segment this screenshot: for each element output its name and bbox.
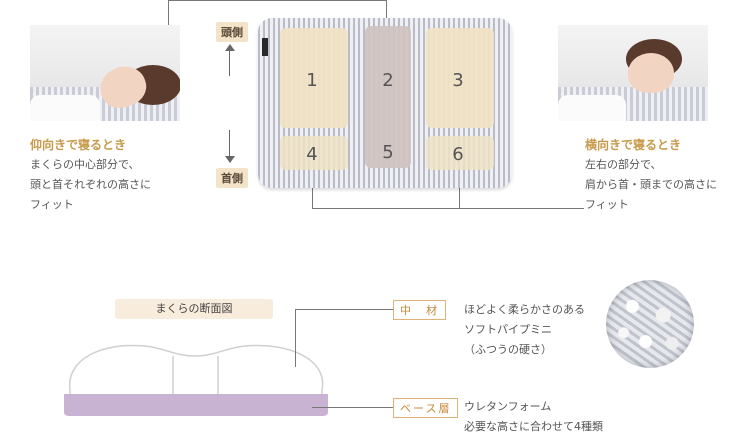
- base-layer-desc: ウレタンフォーム 必要な高さに合わせて4種類: [464, 400, 603, 433]
- pillow-illustration: 1 2 3 4 5 6: [258, 18, 512, 188]
- right-caption-body: 左右の部分で、 肩から首・頭までの高さに フィット: [585, 158, 717, 211]
- pillow-logo: [262, 38, 268, 56]
- left-caption-title: 仰向きで寝るとき: [30, 138, 127, 152]
- photo-shirt: [558, 95, 626, 121]
- zone-number: 5: [382, 142, 394, 163]
- zone-number: 4: [306, 144, 318, 165]
- base-layer-label: ベース層: [393, 398, 459, 418]
- photo-shirt: [30, 95, 100, 121]
- arrow-down-icon: [229, 130, 230, 158]
- arrow-up-icon: [229, 46, 230, 76]
- leader-line: [312, 407, 393, 408]
- cross-section-title: まくらの断面図: [115, 299, 273, 319]
- connector-line: [312, 170, 313, 208]
- arrow-up-head-icon: [225, 44, 235, 51]
- leader-line: [295, 309, 296, 367]
- cross-section-diagram: [64, 344, 328, 416]
- zone-panel: [426, 28, 494, 128]
- zone-panel: [365, 26, 411, 168]
- head-side-tag: 頭側: [216, 22, 248, 42]
- connector-line: [168, 0, 386, 1]
- zone-panel: [280, 28, 348, 128]
- zone-panel: [426, 136, 494, 170]
- zone-number: 6: [452, 144, 464, 165]
- side-sleeping-photo: [558, 25, 708, 121]
- leader-line: [295, 309, 393, 310]
- neck-side-tag: 首側: [216, 168, 248, 188]
- base-layer: [64, 394, 328, 416]
- back-sleeping-photo: [30, 25, 180, 121]
- middle-material-label: 中 材: [393, 300, 446, 320]
- zone-number: 1: [306, 70, 318, 91]
- zone-number: 3: [452, 70, 464, 91]
- connector-line: [312, 208, 584, 209]
- right-caption-title: 横向きで寝るとき: [585, 138, 682, 152]
- zone-panel: [280, 136, 348, 170]
- arrow-down-head-icon: [225, 156, 235, 163]
- middle-material-desc: ほどよく柔らかさのある ソフトパイプミニ （ふつうの硬さ）: [464, 303, 585, 356]
- zone-number: 2: [382, 70, 394, 91]
- left-caption-body: まくらの中心部分で、 頭と首それぞれの高さに フィット: [30, 158, 151, 211]
- photo-face: [628, 53, 674, 93]
- soft-pipe-texture-image: [606, 280, 694, 368]
- connector-line: [459, 170, 460, 208]
- connector-line: [168, 0, 169, 25]
